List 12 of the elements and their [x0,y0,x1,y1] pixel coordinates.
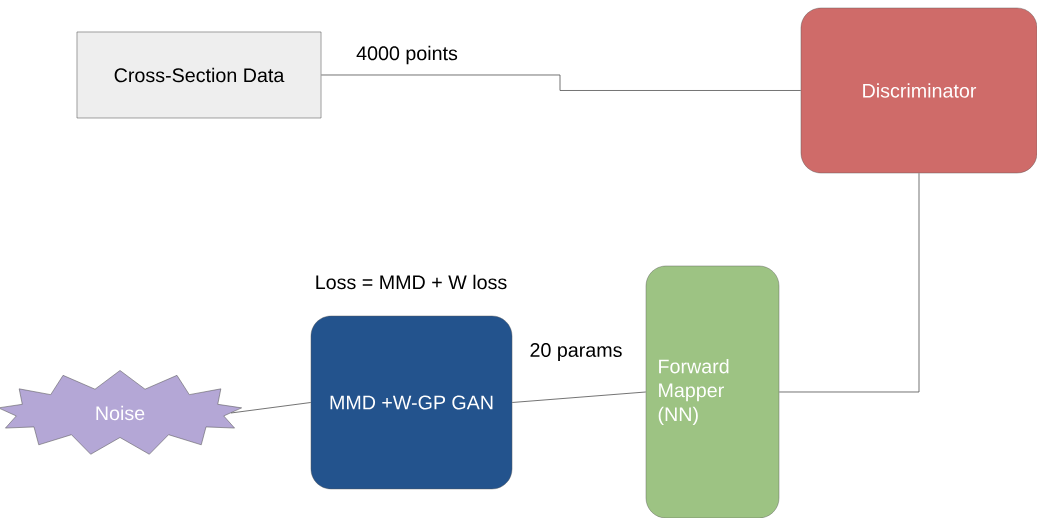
discriminator-box: Discriminator [800,7,1037,174]
gan-box: MMD +W-GP GAN [310,315,513,490]
connector-line [320,74,802,91]
data-box: Cross-Section Data [76,31,322,119]
mapper-box: Forward Mapper (NN) [645,265,780,518]
connector-line [230,402,312,414]
noise-starburst: Noise [0,370,242,455]
connector-line [778,172,920,393]
loss-label: Loss = MMD + W loss [316,274,507,290]
edge-label: 4000 points [354,44,460,66]
connector-line [511,391,647,403]
edge-label: 20 params [528,341,624,363]
